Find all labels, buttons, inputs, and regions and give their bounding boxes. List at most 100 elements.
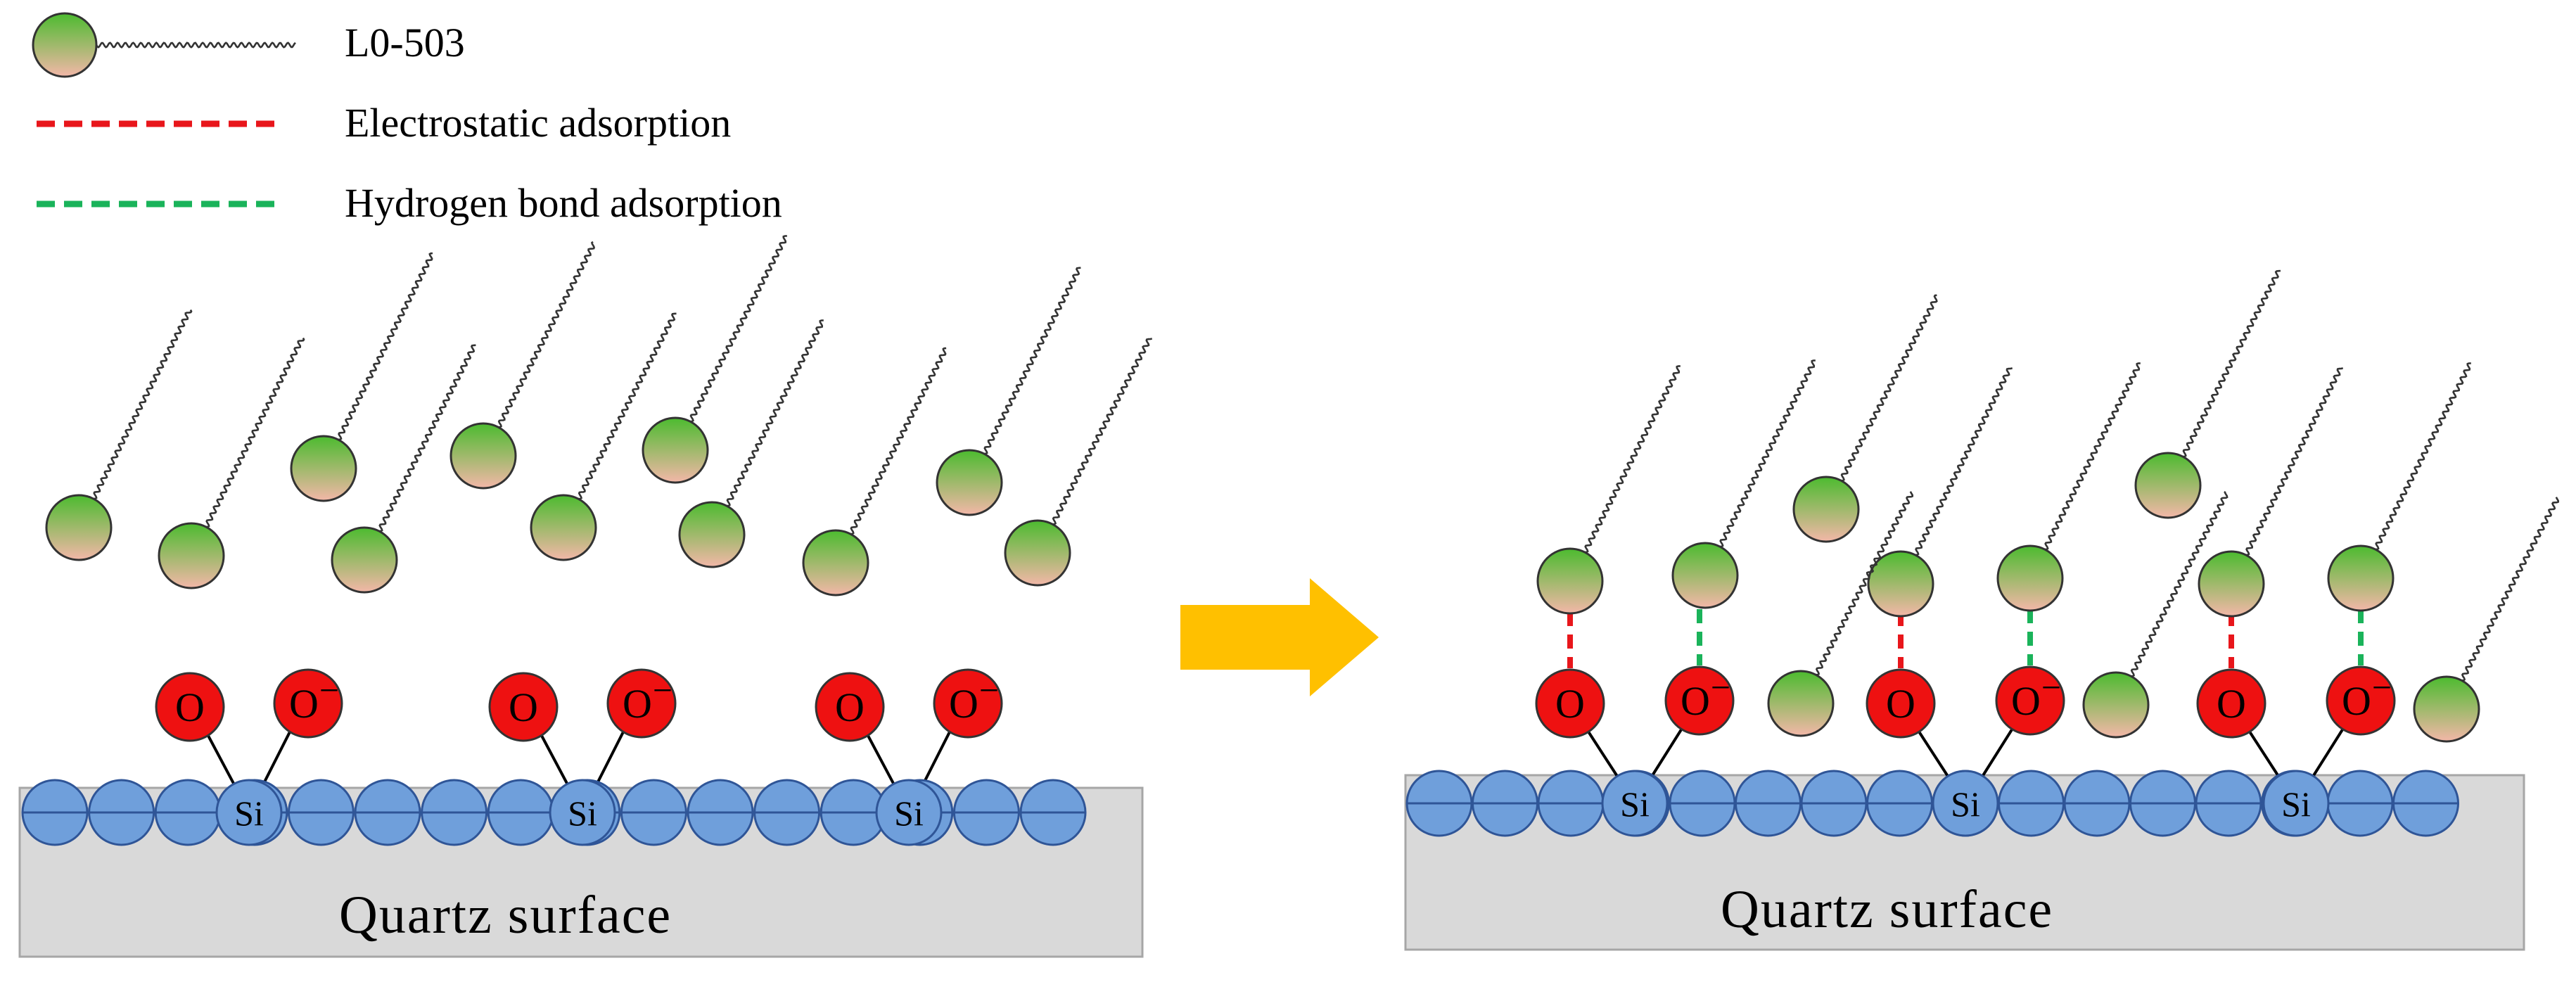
hydrocarbon-tail bbox=[2245, 367, 2343, 556]
hydrocarbon-tail bbox=[1584, 365, 1681, 554]
silicon-label: Si bbox=[894, 793, 924, 833]
hydrocarbon-tail bbox=[1815, 491, 1913, 676]
polar-head bbox=[290, 435, 357, 502]
polar-head bbox=[331, 526, 398, 594]
right-quartz-surface-label: Quartz surface bbox=[1721, 880, 2053, 939]
oxygen-anion bbox=[933, 668, 1003, 739]
free-molecule bbox=[530, 312, 677, 561]
silicon-label: Si bbox=[1620, 784, 1650, 824]
polar-head bbox=[1536, 547, 1604, 615]
free-molecule bbox=[45, 309, 193, 561]
oxygen-anion-label: O bbox=[1681, 678, 1710, 724]
oxygen-anion bbox=[1995, 665, 2065, 736]
polar-head bbox=[32, 12, 98, 78]
oxygen-atom bbox=[1866, 668, 1936, 739]
legend-molecule-label: L0-503 bbox=[345, 20, 465, 65]
oxygen-anion-label: O bbox=[949, 681, 978, 727]
oxygen-atom bbox=[155, 672, 225, 742]
adsorbed-molecule bbox=[1671, 359, 1816, 609]
adsorbed-molecule bbox=[2327, 362, 2471, 612]
hydrocarbon-tail bbox=[1915, 367, 2013, 556]
oxygen-atom bbox=[488, 672, 559, 742]
right-adsorption-bonds bbox=[1567, 609, 2364, 668]
oxygen-label: O bbox=[1886, 681, 1915, 727]
polar-head bbox=[45, 494, 113, 561]
anion-charge: − bbox=[1711, 668, 1730, 707]
polar-head bbox=[802, 529, 869, 597]
polar-head bbox=[936, 449, 1003, 516]
hydrocarbon-tail bbox=[983, 267, 1081, 455]
adsorbed-molecule bbox=[1867, 367, 2013, 618]
oxygen-label: O bbox=[1555, 681, 1585, 727]
oxygen-anion-label: O bbox=[2011, 678, 2041, 724]
right-arrow-icon bbox=[1180, 578, 1379, 696]
polar-head bbox=[2134, 452, 2202, 519]
hydrocarbon-tail bbox=[93, 309, 193, 500]
silicon-atom bbox=[215, 779, 283, 846]
oxygen-anion-label: O bbox=[623, 681, 652, 727]
oxygen-label: O bbox=[175, 684, 205, 730]
anion-charge: − bbox=[319, 670, 339, 710]
hydrocarbon-tail bbox=[1052, 338, 1153, 525]
legend-molecule-icon bbox=[32, 12, 296, 78]
polar-head bbox=[158, 522, 225, 589]
oxygen-anion bbox=[2326, 665, 2396, 736]
free-molecule bbox=[642, 235, 787, 484]
oxygen-atom bbox=[815, 672, 885, 742]
anion-charge: − bbox=[2372, 668, 2392, 707]
adsorbed-molecule bbox=[2198, 367, 2343, 618]
oxygen-anion-label: O bbox=[289, 681, 319, 727]
hydrocarbon-tail bbox=[850, 347, 947, 535]
free-molecule bbox=[290, 252, 433, 502]
free-molecule bbox=[2413, 497, 2559, 743]
oxygen-anion bbox=[606, 668, 677, 739]
anion-charge: − bbox=[2041, 668, 2061, 707]
hydrocarbon-tail bbox=[2130, 491, 2229, 677]
adsorbed-molecule bbox=[1996, 362, 2141, 612]
polar-head bbox=[1792, 476, 1860, 543]
polar-head bbox=[1671, 542, 1739, 609]
hydrocarbon-tail bbox=[205, 337, 305, 528]
polar-head bbox=[1767, 670, 1835, 737]
right-molecules bbox=[1536, 269, 2559, 743]
legend-hydrogen-label: Hydrogen bond adsorption bbox=[345, 180, 782, 226]
hydrocarbon-tail bbox=[2182, 269, 2281, 458]
oxygen-label: O bbox=[835, 684, 865, 730]
polar-head bbox=[530, 494, 597, 561]
silicon-atom bbox=[549, 779, 616, 846]
hydrocarbon-tail bbox=[726, 319, 824, 507]
hydrocarbon-tail bbox=[1719, 359, 1816, 548]
polar-head bbox=[2327, 544, 2395, 612]
free-molecule bbox=[2134, 269, 2281, 519]
silicon-label: Si bbox=[234, 793, 264, 833]
oxygen-anion-label: O bbox=[2342, 678, 2371, 724]
polar-head bbox=[642, 416, 709, 484]
free-molecule bbox=[802, 347, 947, 597]
free-molecule bbox=[331, 344, 476, 594]
free-molecule bbox=[936, 267, 1081, 516]
adsorbed-molecule bbox=[1536, 365, 1681, 615]
hydrocarbon-tail bbox=[497, 241, 595, 428]
anion-charge: − bbox=[653, 670, 672, 710]
polar-head bbox=[2413, 675, 2480, 743]
hydrocarbon-tail bbox=[378, 344, 476, 533]
oxygen-atom bbox=[2196, 668, 2266, 739]
left-free-molecules bbox=[45, 235, 1153, 597]
silicon-label: Si bbox=[568, 793, 597, 833]
hydrocarbon-tail bbox=[2375, 362, 2471, 551]
legend-molecule-head-tail bbox=[32, 12, 296, 78]
free-molecule bbox=[678, 319, 824, 568]
silicon-label: Si bbox=[1951, 784, 1980, 824]
hydrocarbon-tail bbox=[338, 252, 433, 441]
hydrocarbon-tail bbox=[578, 312, 677, 500]
polar-head bbox=[2082, 671, 2150, 739]
oxygen-atom bbox=[1535, 668, 1605, 739]
free-molecule bbox=[158, 337, 305, 589]
polar-head bbox=[449, 422, 517, 490]
legend-electrostatic-label: Electrostatic adsorption bbox=[345, 100, 731, 146]
hydrocarbon-tail bbox=[1840, 294, 1938, 482]
